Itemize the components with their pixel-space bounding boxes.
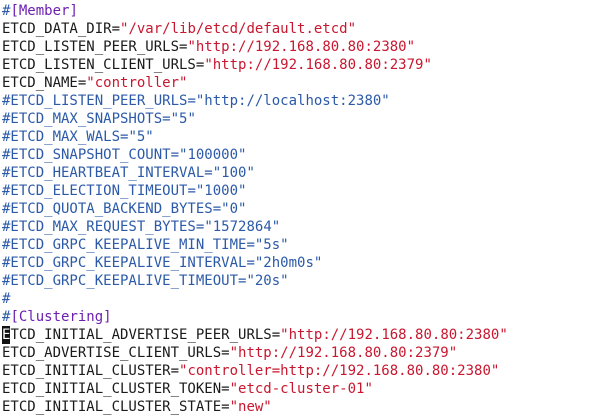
equals-sign: =	[162, 111, 171, 127]
equals-sign: =	[170, 147, 180, 163]
comment-text: #	[2, 291, 11, 307]
config-key: ETCD_DATA_DIR	[2, 21, 112, 37]
commented-value: "2h0m0s"	[254, 255, 323, 271]
config-key: ETCD_INITIAL_CLUSTER_TOKEN	[2, 381, 222, 397]
editor-line[interactable]: #ETCD_SNAPSHOT_COUNT="100000"	[2, 146, 599, 164]
commented-value: "100000"	[179, 147, 247, 163]
config-value: "http://192.168.80.80:2380"	[280, 327, 508, 343]
config-key: ETCD_LISTEN_PEER_URLS	[2, 39, 180, 55]
commented-key: #ETCD_SNAPSHOT_COUNT	[2, 147, 171, 163]
commented-key: #ETCD_HEARTBEAT_INTERVAL	[2, 165, 205, 181]
equals-sign: =	[179, 39, 188, 55]
commented-key: #ETCD_LISTEN_PEER_URLS	[2, 93, 188, 109]
commented-value: "0"	[221, 201, 247, 217]
commented-key: #ETCD_ELECTION_TIMEOUT	[2, 183, 188, 199]
config-key: ETCD_LISTEN_CLIENT_URLS	[2, 57, 196, 73]
editor-line[interactable]: ETCD_ADVERTISE_CLIENT_URLS="http://192.1…	[2, 344, 599, 362]
config-value: "new"	[229, 399, 272, 415]
equals-sign: =	[120, 129, 129, 145]
editor-line[interactable]: #ETCD_QUOTA_BACKEND_BYTES="0"	[2, 200, 599, 218]
equals-sign: =	[221, 345, 230, 361]
equals-sign: =	[170, 363, 180, 379]
commented-key: #ETCD_GRPC_KEEPALIVE_INTERVAL	[2, 255, 247, 271]
editor-line[interactable]: #ETCD_MAX_WALS="5"	[2, 128, 599, 146]
editor-line[interactable]: #ETCD_GRPC_KEEPALIVE_TIMEOUT="20s"	[2, 272, 599, 290]
line-hash: #	[2, 3, 11, 19]
editor-line[interactable]: ETCD_INITIAL_CLUSTER_TOKEN="etcd-cluster…	[2, 380, 599, 398]
editor-line[interactable]: ETCD_LISTEN_PEER_URLS="http://192.168.80…	[2, 38, 599, 56]
editor-line[interactable]: #[Member]	[2, 2, 599, 20]
commented-key: #ETCD_MAX_REQUEST_BYTES	[2, 219, 196, 235]
editor-line[interactable]: #ETCD_ELECTION_TIMEOUT="1000"	[2, 182, 599, 200]
commented-key: #ETCD_GRPC_KEEPALIVE_MIN_TIME	[2, 237, 247, 253]
commented-value: "100"	[212, 165, 255, 181]
editor-line[interactable]: ETCD_LISTEN_CLIENT_URLS="http://192.168.…	[2, 56, 599, 74]
line-hash: #	[2, 309, 11, 325]
editor-line[interactable]: ETCD_DATA_DIR="/var/lib/etcd/default.etc…	[2, 20, 599, 38]
equals-sign: =	[246, 255, 255, 271]
editor-line[interactable]: #ETCD_GRPC_KEEPALIVE_INTERVAL="2h0m0s"	[2, 254, 599, 272]
equals-sign: =	[204, 165, 213, 181]
commented-value: "5"	[128, 129, 154, 145]
equals-sign: =	[111, 21, 121, 37]
equals-sign: =	[195, 57, 205, 73]
editor-line[interactable]: ETCD_NAME="controller"	[2, 74, 599, 92]
equals-sign: =	[246, 237, 255, 253]
config-value: "http://192.168.80.80:2379"	[204, 57, 432, 73]
config-key: ETCD_NAME	[2, 75, 78, 91]
editor-line[interactable]: #ETCD_GRPC_KEEPALIVE_MIN_TIME="5s"	[2, 236, 599, 254]
section-header: [Member]	[10, 3, 78, 19]
equals-sign: =	[212, 201, 222, 217]
editor-line[interactable]: ETCD_INITIAL_CLUSTER_STATE="new"	[2, 398, 599, 416]
commented-value: "http://localhost:2380"	[195, 93, 390, 109]
equals-sign: =	[221, 381, 230, 397]
equals-sign: =	[77, 75, 87, 91]
commented-key: #ETCD_QUOTA_BACKEND_BYTES	[2, 201, 213, 217]
commented-key: #ETCD_MAX_SNAPSHOTS	[2, 111, 163, 127]
commented-value: "20s"	[246, 273, 289, 289]
editor-line[interactable]: ETCD_INITIAL_CLUSTER="controller=http://…	[2, 362, 599, 380]
config-value: "controller"	[86, 75, 188, 91]
commented-value: "1000"	[195, 183, 247, 199]
editor-line[interactable]: #ETCD_LISTEN_PEER_URLS="http://localhost…	[2, 92, 599, 110]
equals-sign: =	[238, 273, 247, 289]
config-value: "etcd-cluster-01"	[229, 381, 373, 397]
commented-value: "1572864"	[204, 219, 281, 235]
equals-sign: =	[187, 183, 196, 199]
editor-line[interactable]: #ETCD_MAX_SNAPSHOTS="5"	[2, 110, 599, 128]
config-value: "controller=http://192.168.80.80:2380"	[179, 363, 500, 379]
config-key: ETCD_INITIAL_CLUSTER	[2, 363, 171, 379]
editor-line[interactable]: #	[2, 290, 599, 308]
equals-sign: =	[221, 399, 230, 415]
commented-value: "5"	[170, 111, 196, 127]
config-value: "http://192.168.80.80:2379"	[229, 345, 458, 361]
commented-key: #ETCD_GRPC_KEEPALIVE_TIMEOUT	[2, 273, 239, 289]
equals-sign: =	[195, 219, 205, 235]
text-cursor[interactable]: E	[2, 326, 11, 344]
editor-line[interactable]: #ETCD_MAX_REQUEST_BYTES="1572864"	[2, 218, 599, 236]
equals-sign: =	[187, 93, 196, 109]
commented-value: "5s"	[254, 237, 289, 253]
config-key: TCD_INITIAL_ADVERTISE_PEER_URLS	[10, 327, 272, 343]
commented-key: #ETCD_MAX_WALS	[2, 129, 121, 145]
config-value: "/var/lib/etcd/default.etcd"	[120, 21, 357, 37]
config-key: ETCD_ADVERTISE_CLIENT_URLS	[2, 345, 222, 361]
editor-line[interactable]: #[Clustering]	[2, 308, 599, 326]
config-key: ETCD_INITIAL_CLUSTER_STATE	[2, 399, 222, 415]
equals-sign: =	[271, 327, 281, 343]
section-header: [Clustering]	[10, 309, 112, 325]
config-value: "http://192.168.80.80:2380"	[187, 39, 416, 55]
editor-line[interactable]: #ETCD_HEARTBEAT_INTERVAL="100"	[2, 164, 599, 182]
editor-line[interactable]: ETCD_INITIAL_ADVERTISE_PEER_URLS="http:/…	[2, 326, 599, 344]
